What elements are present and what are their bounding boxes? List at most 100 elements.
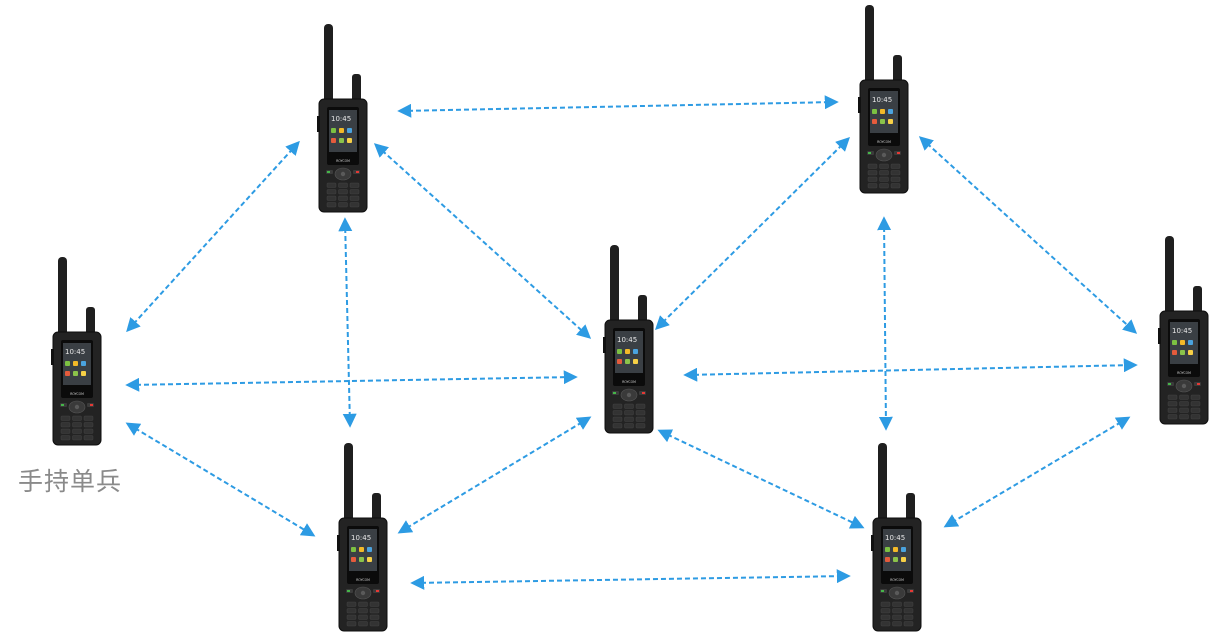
keypad-key (1190, 414, 1201, 420)
keypad-key (867, 170, 878, 176)
app-icon (81, 371, 86, 376)
app-icon (888, 119, 893, 124)
end-key-mark (642, 392, 645, 394)
keypad-key (338, 189, 348, 195)
keypad-key (349, 182, 360, 188)
link-top-left-to-center (373, 143, 592, 339)
call-key-mark (613, 392, 616, 394)
end-key-mark (356, 171, 359, 173)
app-icon (633, 349, 638, 354)
app-icon (351, 557, 356, 562)
app-icon (359, 557, 364, 562)
app-icon (1172, 340, 1177, 345)
keypad-key (1179, 407, 1189, 413)
antenna-icon (344, 443, 353, 531)
keypad-key (1167, 394, 1178, 400)
antenna-icon (610, 245, 619, 333)
app-icon (617, 359, 622, 364)
call-key-mark (881, 590, 884, 592)
keypad-key (612, 410, 623, 416)
dpad-center (1181, 383, 1187, 389)
node-caption: 手持单兵 (18, 467, 123, 496)
keypad-key (890, 176, 901, 182)
side-button (1158, 328, 1161, 344)
link-right-to-bottom-right (943, 416, 1131, 528)
keypad-key (358, 621, 368, 627)
app-icon (880, 109, 885, 114)
keypad-key (879, 170, 889, 176)
keypad-key (346, 608, 357, 614)
app-icon (893, 547, 898, 552)
keypad-key (72, 415, 82, 421)
keypad-key (338, 195, 348, 201)
screen-time: 10:45 (872, 96, 892, 104)
keypad-key (1179, 394, 1189, 400)
call-key-mark (347, 590, 350, 592)
app-icon (893, 557, 898, 562)
keypad-key (326, 195, 337, 201)
app-icon (359, 547, 364, 552)
keypad-key (326, 182, 337, 188)
link-left-to-bottom-left (125, 422, 316, 537)
side-button (603, 337, 606, 353)
keypad-key (83, 435, 94, 441)
keypad-key (358, 608, 368, 614)
side-button (871, 535, 874, 551)
app-icon (347, 138, 352, 143)
dpad-center (894, 590, 900, 596)
keypad-key (358, 614, 368, 620)
end-key-mark (897, 152, 900, 154)
link-center-to-bottom-left (397, 416, 592, 534)
keypad-key (326, 189, 337, 195)
keypad-key (624, 416, 634, 422)
link-top-left-to-top-right (397, 95, 839, 118)
dpad-center (74, 404, 80, 410)
app-icon (367, 557, 372, 562)
link-top-right-to-right (918, 136, 1138, 334)
link-bottom-left-to-bottom-right (410, 569, 851, 590)
app-icon (331, 128, 336, 133)
keypad-key (1167, 414, 1178, 420)
keypad-key (890, 183, 901, 189)
brand-label: ROYCOM (622, 380, 636, 384)
keypad-key (338, 202, 348, 208)
keypad-key (890, 170, 901, 176)
antenna-icon (1165, 236, 1174, 324)
screen-time: 10:45 (331, 115, 351, 123)
app-icon (339, 138, 344, 143)
app-icon (1180, 350, 1185, 355)
keypad-key (358, 601, 368, 607)
keypad-key (72, 422, 82, 428)
screen-time: 10:45 (885, 534, 905, 542)
call-key-mark (61, 404, 64, 406)
keypad-key (349, 202, 360, 208)
keypad-key (624, 423, 634, 429)
keypad-key (880, 621, 891, 627)
side-button (858, 97, 861, 113)
keypad-key (72, 428, 82, 434)
keypad-key (880, 601, 891, 607)
keypad-key (624, 403, 634, 409)
end-key-mark (90, 404, 93, 406)
keypad-key (867, 176, 878, 182)
side-button (51, 349, 54, 365)
screen-time: 10:45 (1172, 327, 1192, 335)
app-icon (880, 119, 885, 124)
keypad-key (346, 601, 357, 607)
keypad-key (624, 410, 634, 416)
keypad-key (890, 163, 901, 169)
app-icon (888, 109, 893, 114)
app-icon (339, 128, 344, 133)
link-center-to-right (683, 358, 1138, 382)
app-icon (73, 361, 78, 366)
screen-time: 10:45 (65, 348, 85, 356)
link-left-to-center (125, 370, 578, 392)
app-icon (73, 371, 78, 376)
radio-layer: 10:45ROYCOM10:45ROYCOM10:45ROYCOM10:45RO… (51, 5, 1209, 632)
app-icon (885, 557, 890, 562)
